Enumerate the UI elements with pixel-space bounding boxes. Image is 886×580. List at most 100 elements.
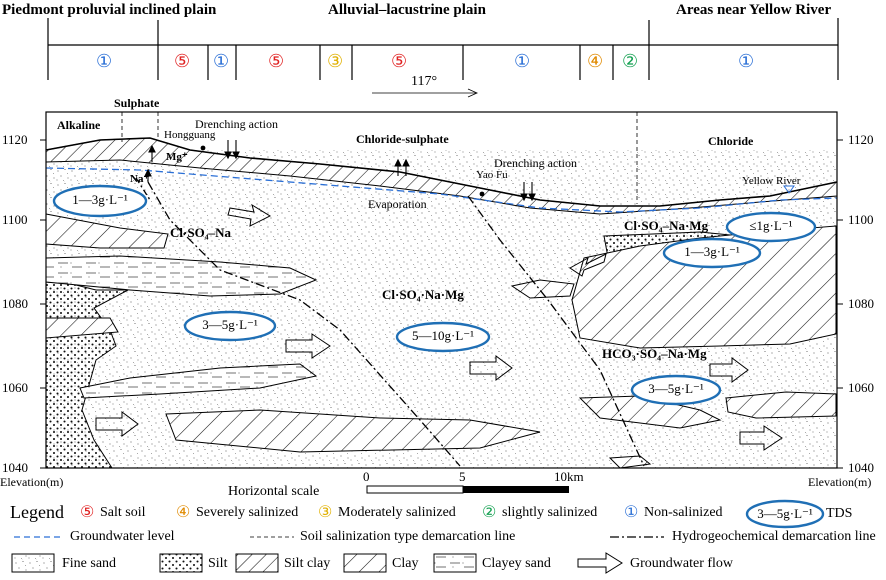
hongguang-marker	[200, 145, 206, 151]
ion-na: Na⁺	[130, 173, 150, 185]
yaofu-marker	[479, 191, 485, 197]
zone-symbol: ①	[514, 51, 531, 71]
flow-arrows	[95, 203, 783, 451]
hydro-line-3	[135, 177, 151, 201]
legend-clayey-sand-label: Clayey sand	[482, 556, 551, 571]
legend-silt-clay-label: Silt clay	[284, 556, 331, 571]
place-hongguang: Hongguang	[164, 129, 216, 141]
ion-mg: Mg⁺	[166, 151, 188, 163]
legend-soil-line-label: Soil salinization type demarcation line	[300, 529, 516, 544]
tds-label-4: ≤1g·L⁻¹	[749, 218, 793, 233]
legend-silt-clay-swatch	[235, 553, 279, 573]
water-type-alkaline: Alkaline	[57, 118, 101, 132]
clay-lens-6	[608, 455, 652, 469]
clay-lens-7	[510, 279, 575, 299]
section-frame	[45, 111, 838, 469]
tds-label-5: 1—3g·L⁻¹	[684, 244, 740, 259]
elevation-tick-right: 1040	[848, 460, 874, 475]
scale-tick: 0	[363, 469, 370, 484]
scale-title: Horizontal scale	[228, 484, 320, 499]
hydrochem-label-3: Cl·SO₄–Na·Mg	[624, 218, 709, 233]
legend-tds-ellipse	[745, 499, 825, 529]
scale-tick: 5	[459, 469, 466, 484]
legend-fine-sand-label: Fine sand	[62, 556, 117, 571]
clayey-sand-lens-2	[79, 363, 318, 399]
region-label-piedmont: Piedmont proluvial inclined plain	[2, 2, 217, 18]
zone-symbol: ⑤	[174, 51, 191, 71]
elevation-tick-right: 1060	[848, 380, 874, 395]
zone-symbol: ②	[622, 51, 639, 71]
place-yellow-river: Yellow River	[742, 175, 801, 187]
zone-symbol: ①	[96, 51, 113, 71]
elevation-tick-left: 1060	[2, 380, 28, 395]
elevation-tick-right: 1080	[848, 296, 874, 311]
elevation-tick-left: 1040	[2, 460, 28, 475]
evaporation-label: Evaporation	[368, 197, 427, 211]
clayey-sand-lens-1	[45, 255, 318, 297]
zone-dividers	[47, 18, 839, 80]
tds-label-2: 3—5g·L⁻¹	[202, 317, 258, 332]
zone-symbol: ⑤	[268, 51, 285, 71]
region-label-yellow-river: Areas near Yellow River	[676, 2, 832, 18]
legend-title: Legend	[10, 502, 64, 522]
elevation-ticks	[40, 139, 843, 469]
tds-label-6: 3—5g·L⁻¹	[648, 381, 704, 396]
direction-label: 117°	[411, 74, 438, 89]
scale-tick: 10km	[554, 469, 584, 484]
legend-silt-label: Silt	[208, 556, 228, 571]
tds-label-1: 1—3g·L⁻¹	[72, 192, 128, 207]
zone-symbol: ①	[213, 51, 230, 71]
legend-slight-symbol: ②	[482, 504, 497, 521]
legend-salt-symbol: ⑤	[80, 504, 95, 521]
scale-bar	[366, 485, 569, 494]
soil-demarcation-lines	[121, 112, 638, 204]
elevation-tick-left: 1100	[2, 212, 28, 227]
legend-salt-label: Salt soil	[100, 505, 146, 520]
legend-severe-symbol: ④	[176, 504, 191, 521]
tds-label-3: 5—10g·L⁻¹	[411, 328, 475, 343]
legend-silt-swatch	[159, 553, 203, 573]
elevation-tick-right: 1120	[848, 132, 874, 147]
region-label-alluvial: Alluvial–lacustrine plain	[328, 2, 486, 18]
hydro-line-1	[147, 181, 461, 467]
elevation-tick-left: 1080	[2, 296, 28, 311]
legend-moderate-symbol: ③	[318, 504, 333, 521]
place-yaofu: Yao Fu	[476, 169, 508, 181]
river-marker	[783, 185, 795, 194]
clay-lens-5	[725, 391, 837, 419]
zone-symbol: ⑤	[391, 51, 408, 71]
legend-non-label: Non-salinized	[644, 505, 723, 520]
legend-slight-label: slightly salinized	[502, 505, 598, 520]
hydro-line-2	[467, 195, 645, 467]
elevation-tick-left: 1120	[2, 132, 28, 147]
legend-clayey-sand-swatch	[433, 553, 477, 573]
hydrochem-label-1: Cl·SO₄–Na	[170, 225, 231, 240]
drenching-label-2: Drenching action	[494, 156, 577, 170]
legend-moderate-label: Moderately salinized	[338, 505, 456, 520]
legend-clay-label: Clay	[392, 556, 419, 571]
legend-tds-sample: 3—5g·L⁻¹	[757, 506, 813, 521]
ground-surface	[45, 137, 838, 207]
legend-hydro-line-label: Hydrogeochemical demarcation line	[672, 529, 876, 544]
hydrochem-label-2: Cl·SO₄·Na·Mg	[382, 287, 464, 302]
water-type-sulphate: Sulphate	[114, 96, 160, 110]
legend-severe-label: Severely salinized	[196, 505, 299, 520]
legend-tds-label: TDS	[826, 506, 853, 521]
drenching-label-1: Drenching action	[195, 117, 278, 131]
water-type-chloride: Chloride	[708, 134, 754, 148]
elevation-axis-label-left: Elevation(m)	[0, 475, 64, 489]
legend-non-symbol: ①	[624, 504, 639, 521]
zone-symbol: ③	[327, 51, 344, 71]
legend-flow-label: Groundwater flow	[630, 556, 734, 571]
zone-symbol: ①	[738, 51, 755, 71]
legend-flow-arrow	[577, 552, 623, 574]
zone-symbol: ④	[587, 51, 604, 71]
legend-clay-swatch	[343, 553, 387, 573]
hydrochem-label-4: HCO₃·SO₄–Na·Mg	[602, 346, 707, 361]
groundwater-level	[45, 167, 838, 213]
process-arrows	[144, 140, 536, 202]
elevation-axis-label-right: Elevation(m)	[808, 475, 872, 489]
tds-ellipses	[52, 184, 817, 406]
clay-lens-3	[165, 409, 541, 453]
